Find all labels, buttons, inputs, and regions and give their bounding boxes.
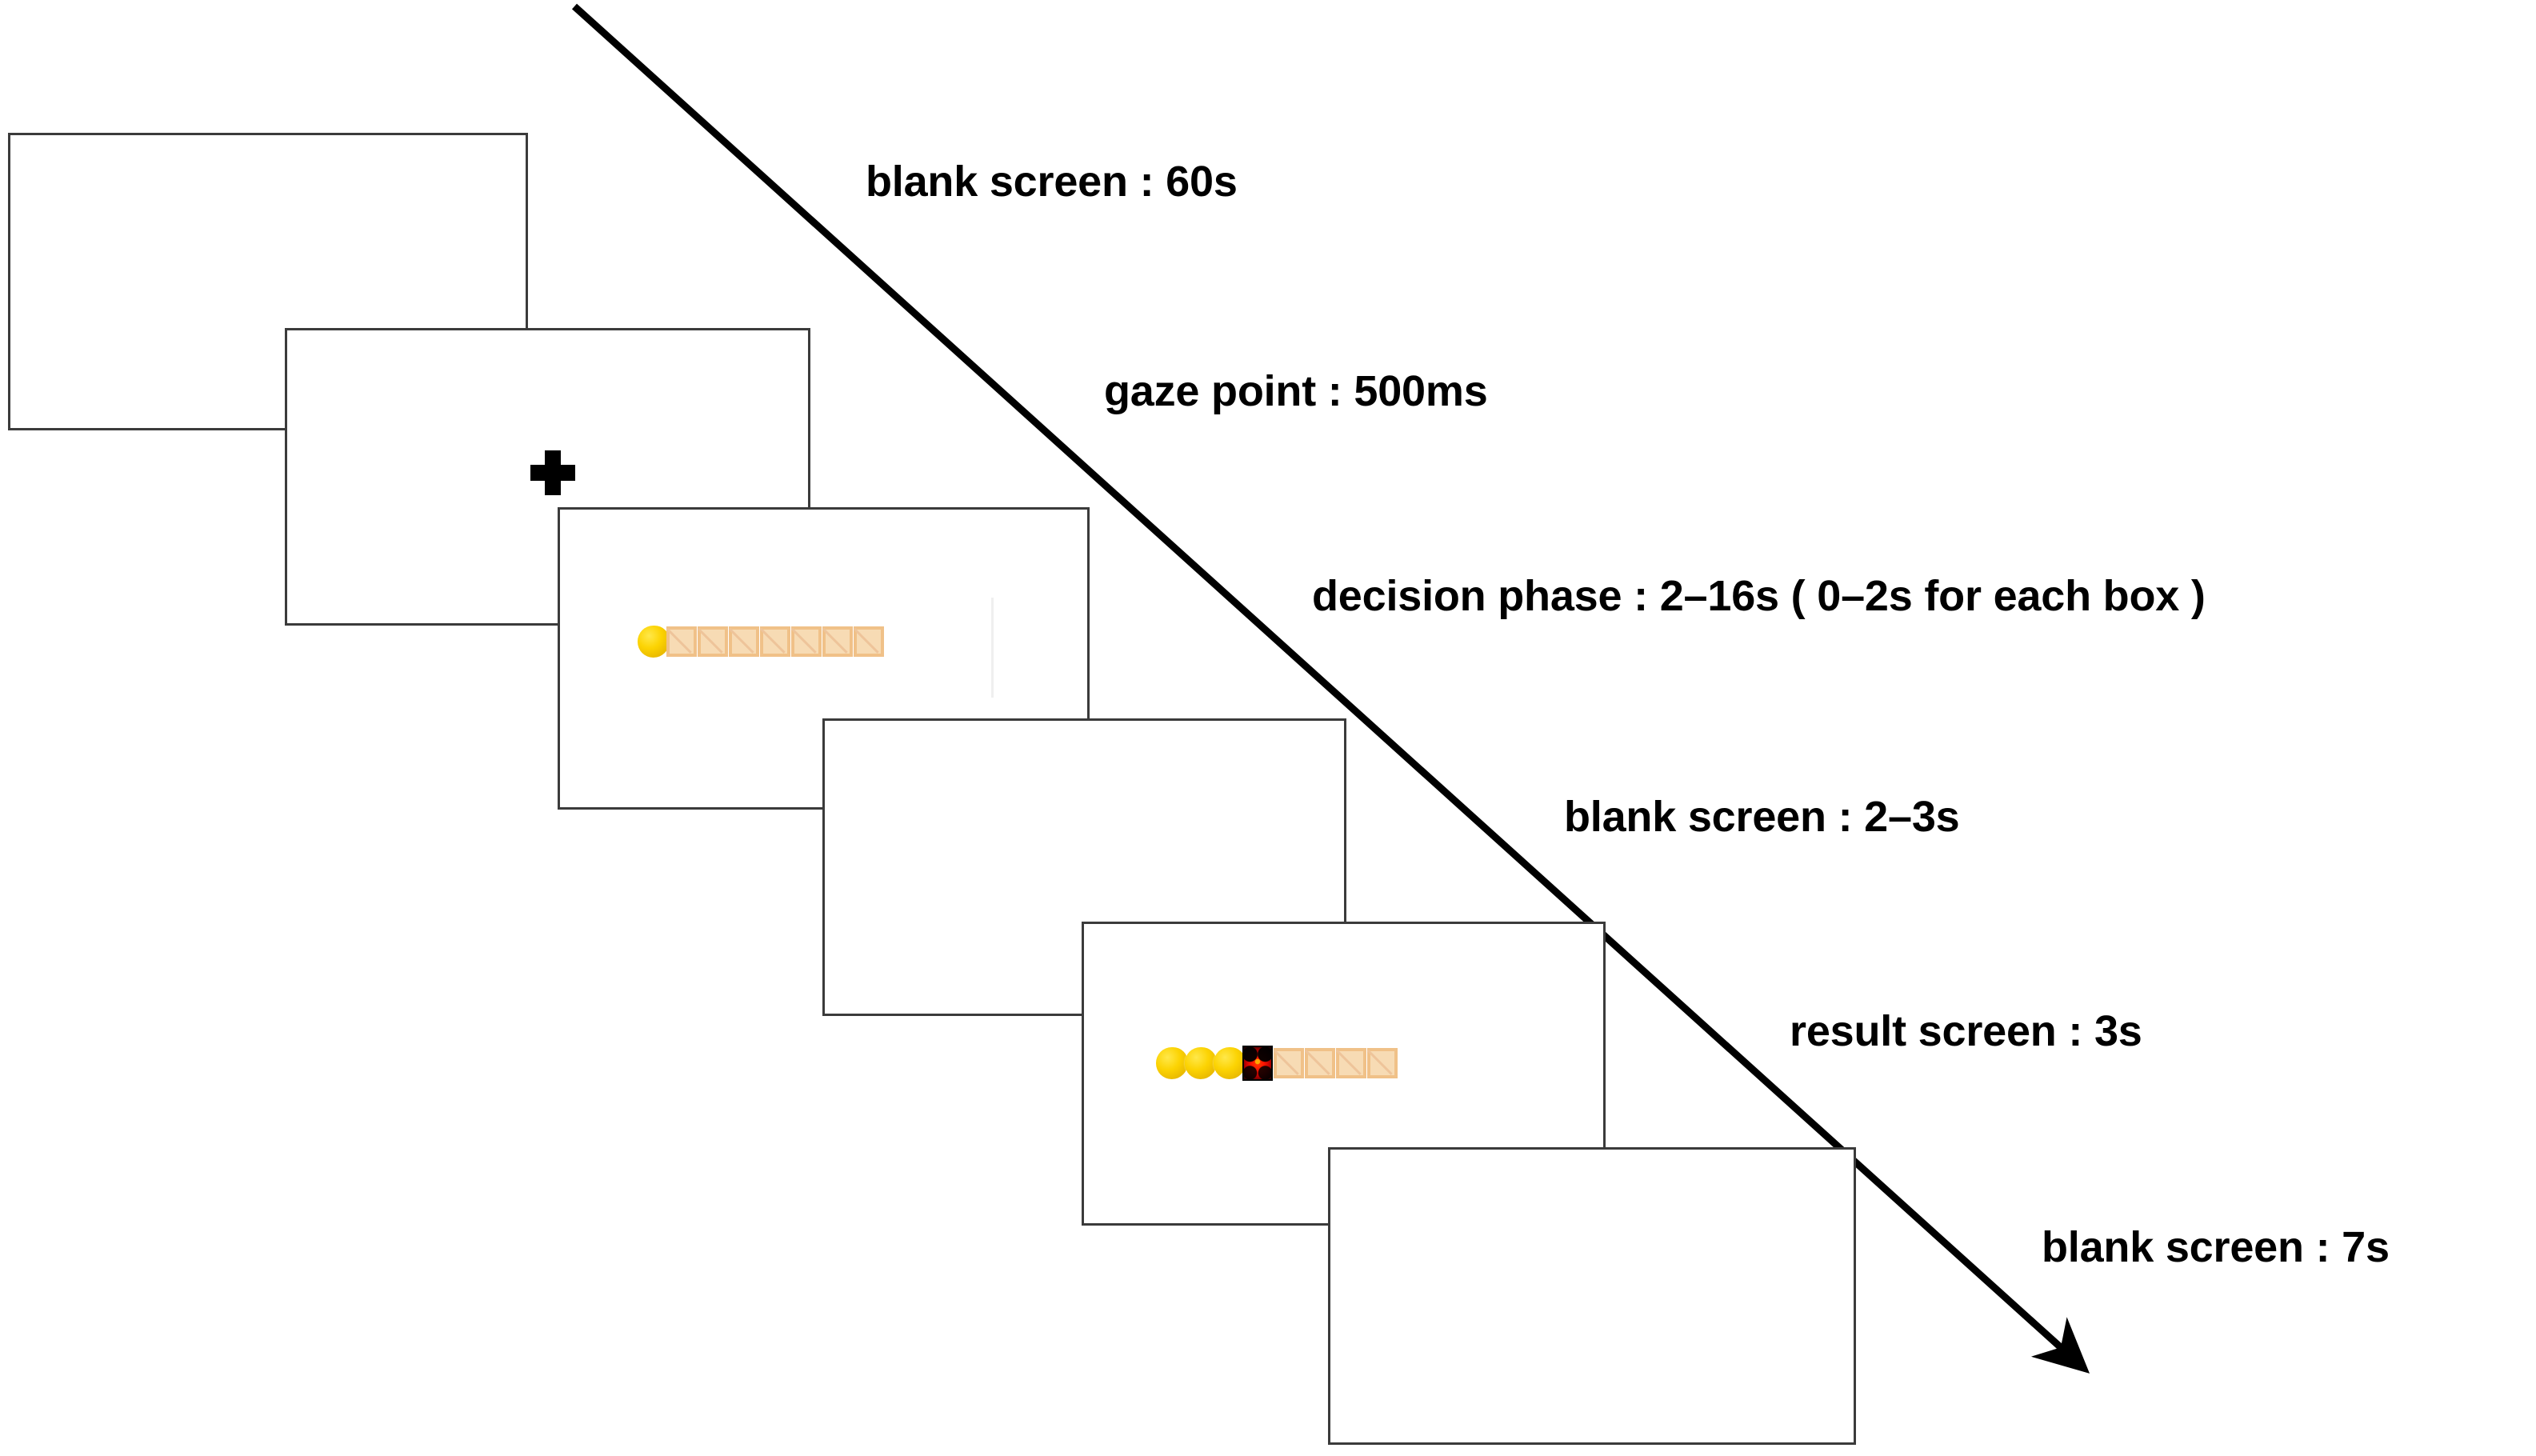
closed-box[interactable] xyxy=(666,626,697,657)
decision-divider xyxy=(991,598,994,698)
closed-box xyxy=(1274,1048,1304,1078)
coin-token xyxy=(1214,1047,1246,1079)
closed-box xyxy=(1305,1048,1335,1078)
phase-label-gaze-point: gaze point : 500ms xyxy=(1104,367,1488,415)
decision-task-row xyxy=(638,626,885,658)
phase-label-result-screen: result screen : 3s xyxy=(1790,1007,2142,1055)
closed-box[interactable] xyxy=(854,626,884,657)
closed-box[interactable] xyxy=(791,626,822,657)
coin-token xyxy=(1156,1047,1188,1079)
closed-box[interactable] xyxy=(729,626,759,657)
explosion-box-icon xyxy=(1242,1046,1273,1081)
closed-box xyxy=(1367,1048,1398,1078)
result-task-row xyxy=(1156,1046,1398,1081)
phase-label-decision-phase: decision phase : 2–16s ( 0–2s for each b… xyxy=(1312,572,2206,620)
fixation-cross-icon xyxy=(530,450,575,495)
phase-label-blank-2: blank screen : 2–3s xyxy=(1564,793,1960,841)
closed-box[interactable] xyxy=(822,626,853,657)
closed-box xyxy=(1336,1048,1366,1078)
closed-box[interactable] xyxy=(760,626,790,657)
phase-label-blank-3: blank screen : 7s xyxy=(2042,1223,2390,1271)
phase-label-blank-1: blank screen : 60s xyxy=(866,158,1238,206)
coin-token xyxy=(638,626,670,658)
coin-token xyxy=(1185,1047,1217,1079)
closed-box[interactable] xyxy=(698,626,728,657)
screen-blank-3 xyxy=(1328,1147,1856,1445)
